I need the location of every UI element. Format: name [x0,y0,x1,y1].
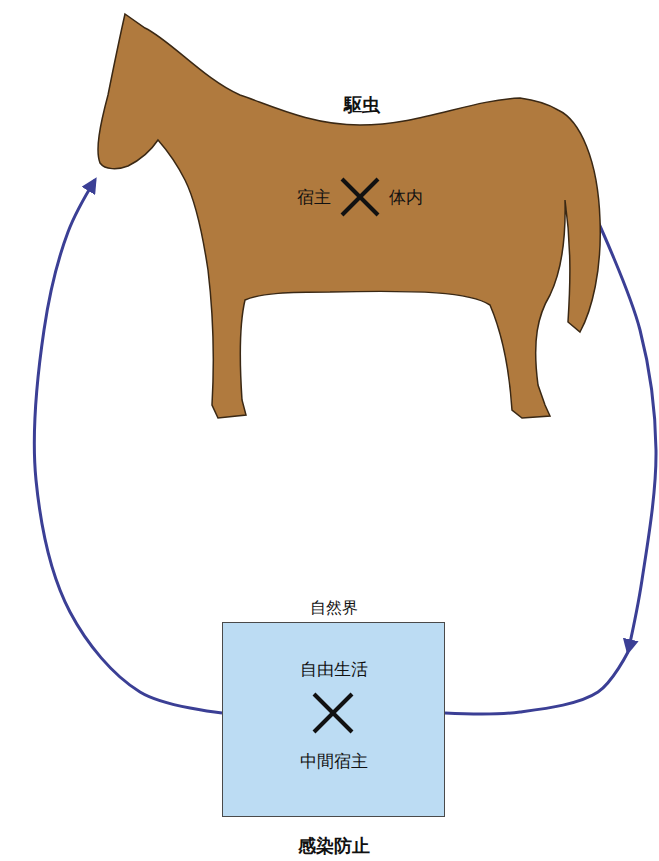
horse-outline [95,10,605,422]
connector-path [595,215,656,652]
environment-box: 自然界自由生活中間宿主感染防止 [222,622,445,817]
cross-symbol [314,694,352,732]
cross-line [314,694,352,732]
connector-path [34,180,222,713]
horse-silhouette [98,14,600,418]
stage-label: 中間宿主 [300,751,368,771]
action-heading: 感染防止 [298,835,370,857]
host-label: 宿主 [297,187,331,207]
action-heading: 駆虫 [344,94,380,116]
cross-line [314,694,352,732]
cross-symbol [342,179,378,215]
cross-line [342,179,378,215]
box-heading: 自然界 [310,598,358,617]
host-horse: 駆虫宿主 体内 [95,10,605,422]
host-label: 体内 [389,187,423,207]
stage-label: 自由生活 [300,659,368,679]
cross-line [342,179,378,215]
cycle-arrow [34,180,222,713]
connector-path [445,652,628,714]
